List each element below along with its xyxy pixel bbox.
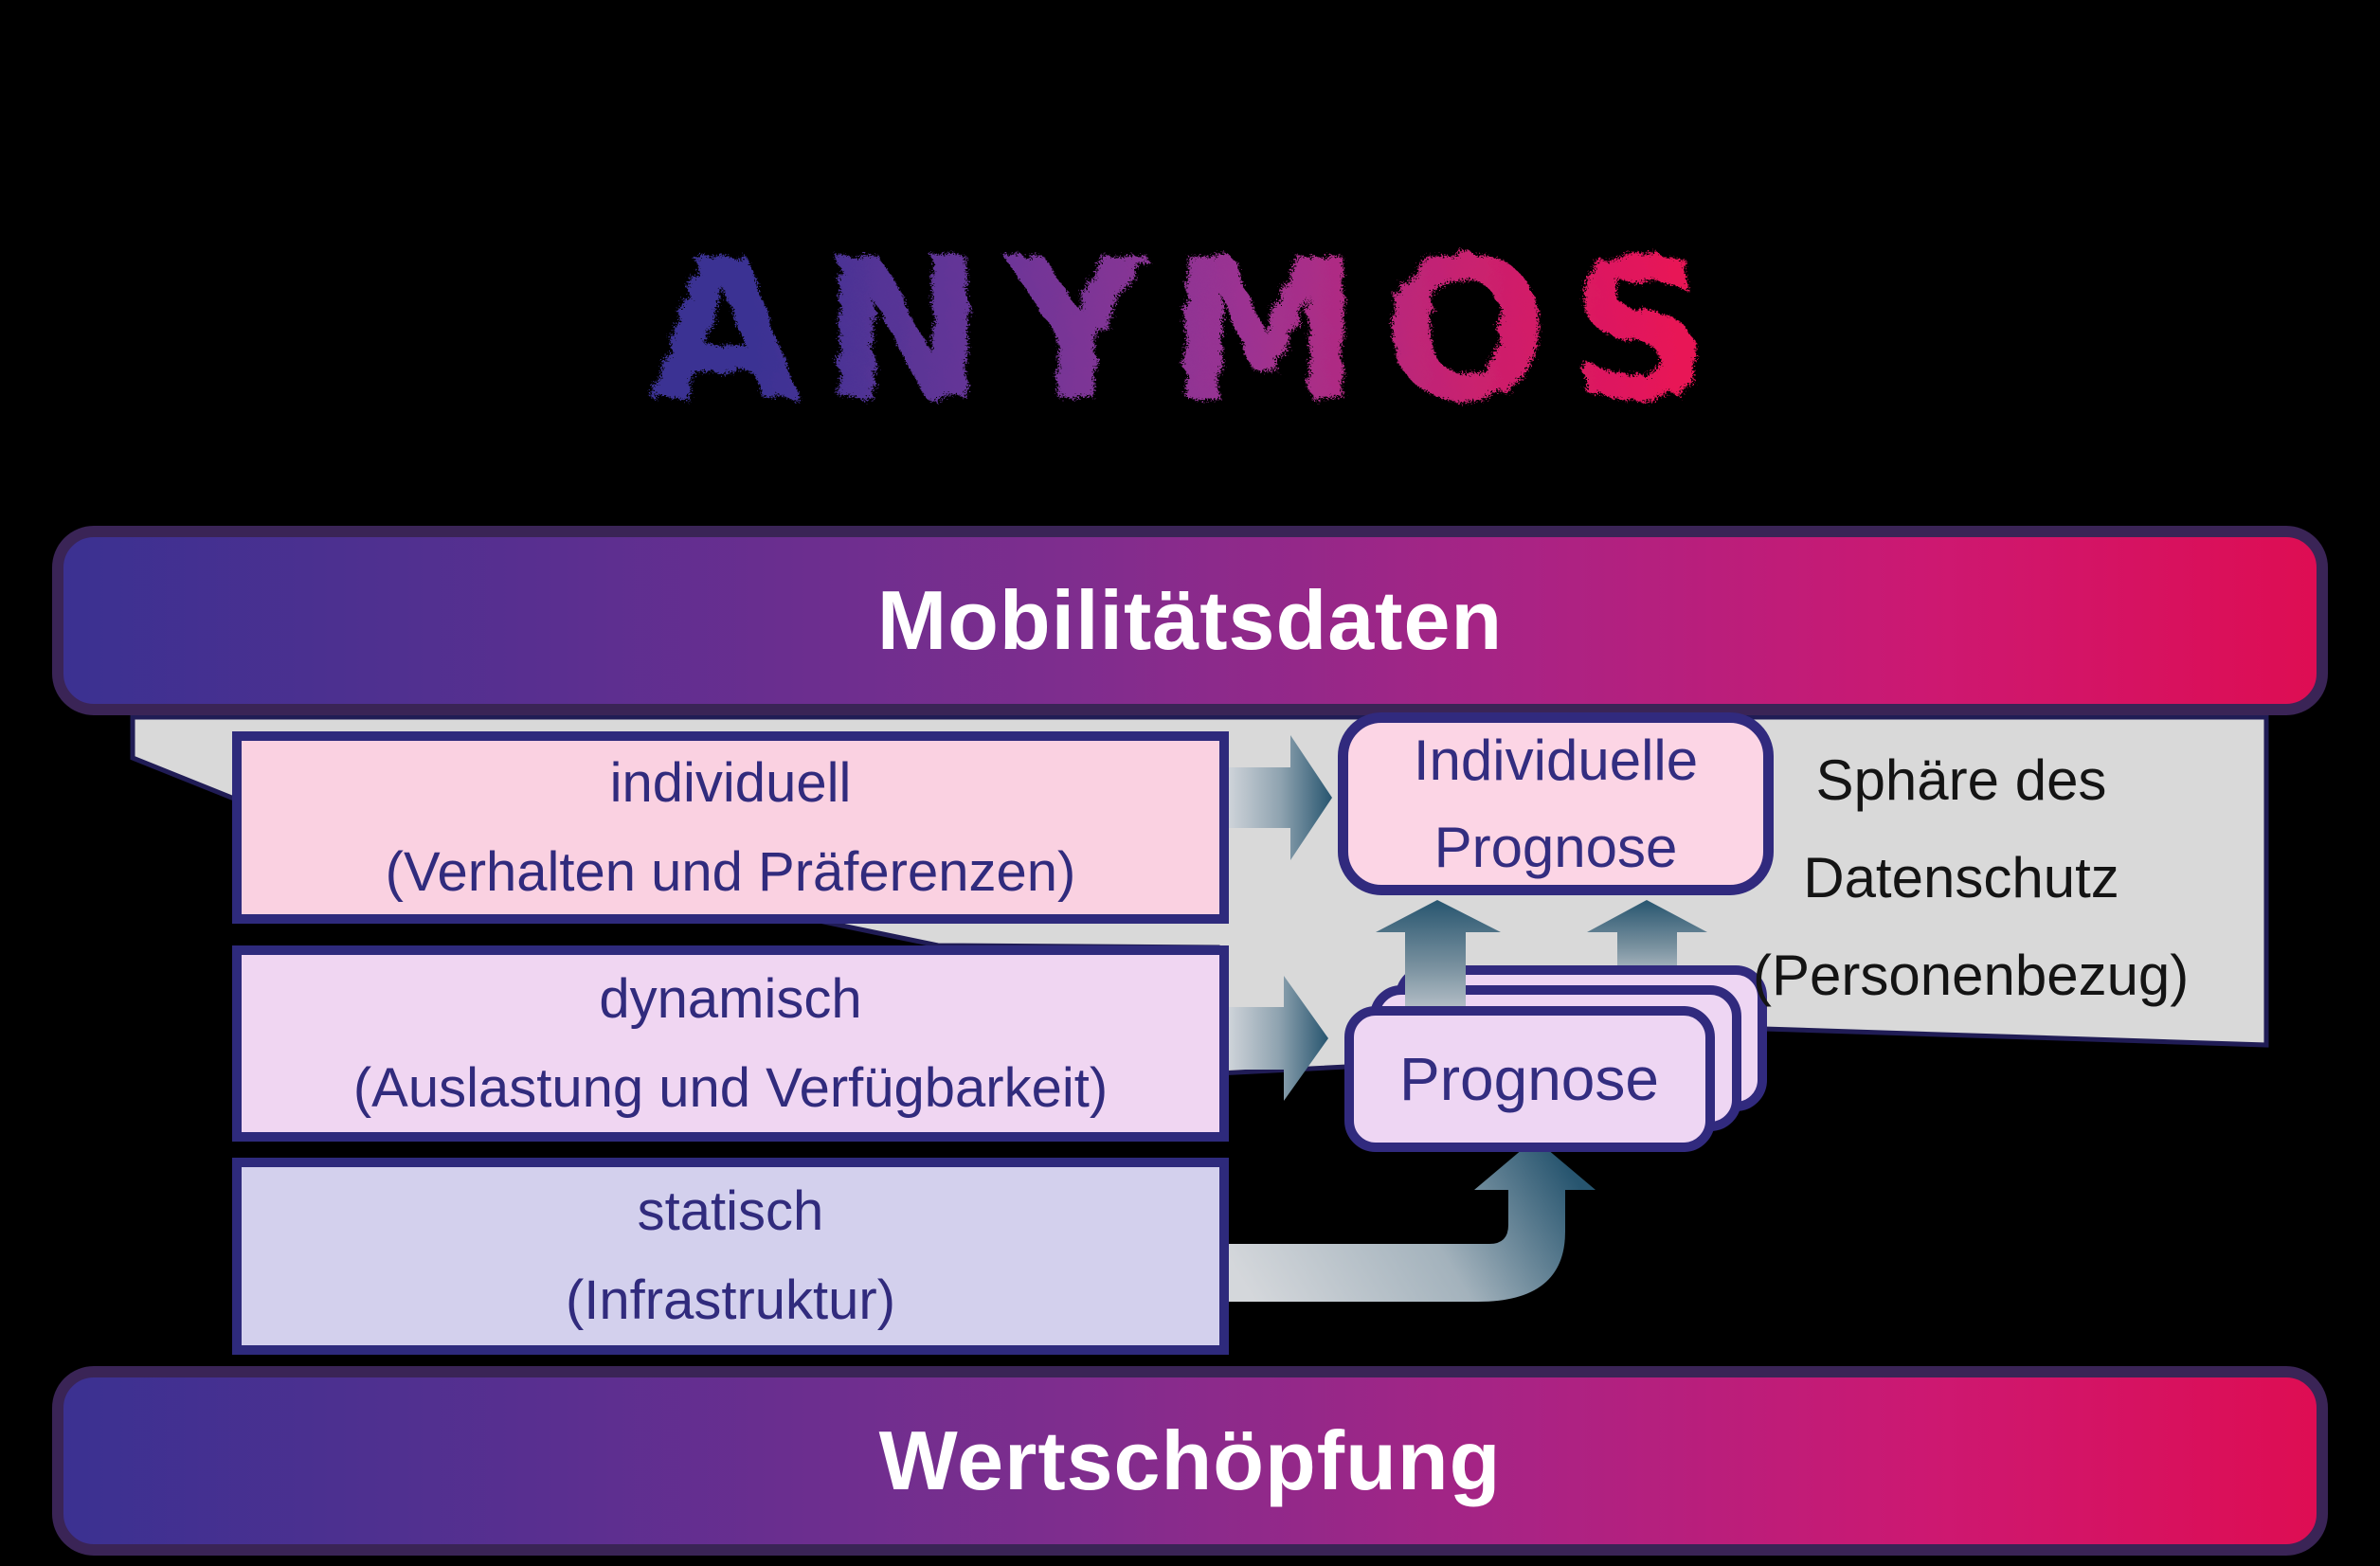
mobility-data-banner-label: Mobilitätsdaten [876,573,1504,667]
individual-prognose-line1: Individuelle [1413,728,1699,792]
data-box-individuell: individuell (Verhalten und Präferenzen) [232,731,1229,924]
arrow-individuell-to-prognose [1229,735,1332,860]
mobility-data-banner: Mobilitätsdaten [52,526,2328,715]
data-box-statisch-subtitle: (Infrastruktur) [565,1269,896,1331]
data-box-statisch: statisch (Infrastruktur) [232,1158,1229,1355]
data-box-dynamisch-title: dynamisch [599,967,862,1030]
data-box-dynamisch-subtitle: (Auslastung und Verfügbarkeit) [352,1056,1109,1119]
value-creation-banner: Wertschöpfung [52,1366,2328,1556]
data-box-individuell-title: individuell [609,751,852,814]
arrow-statisch-to-prognose [1229,1139,1596,1302]
individual-prognose-box: Individuelle Prognose [1338,712,1774,895]
privacy-zone-caption-line1: Sphäre des [1815,748,2107,812]
arrow-stack-up-right [1587,900,1707,985]
individual-prognose-line2: Prognose [1433,815,1678,879]
prognose-label: Prognose [1399,1045,1659,1113]
data-box-dynamisch: dynamisch (Auslastung und Verfügbarkeit) [232,945,1229,1142]
privacy-zone-caption-line3: (Personenbezug) [1753,944,2190,1007]
arrow-stack-up-left [1376,900,1501,1021]
value-creation-banner-label: Wertschöpfung [878,1413,1502,1507]
privacy-zone-caption-line2: Datenschutz [1803,846,2119,909]
data-box-statisch-title: statisch [637,1180,824,1242]
anymos-logo-text: ANYMOS [649,217,1730,443]
data-box-individuell-subtitle: (Verhalten und Präferenzen) [385,840,1076,903]
prognose-box-front [1344,1006,1715,1152]
arrow-dynamisch-to-prognose [1229,976,1328,1101]
anymos-logo: ANYMOS [649,217,1730,443]
privacy-zone-caption: Sphäre des Datenschutz (Personenbezug) [1753,731,2190,1024]
